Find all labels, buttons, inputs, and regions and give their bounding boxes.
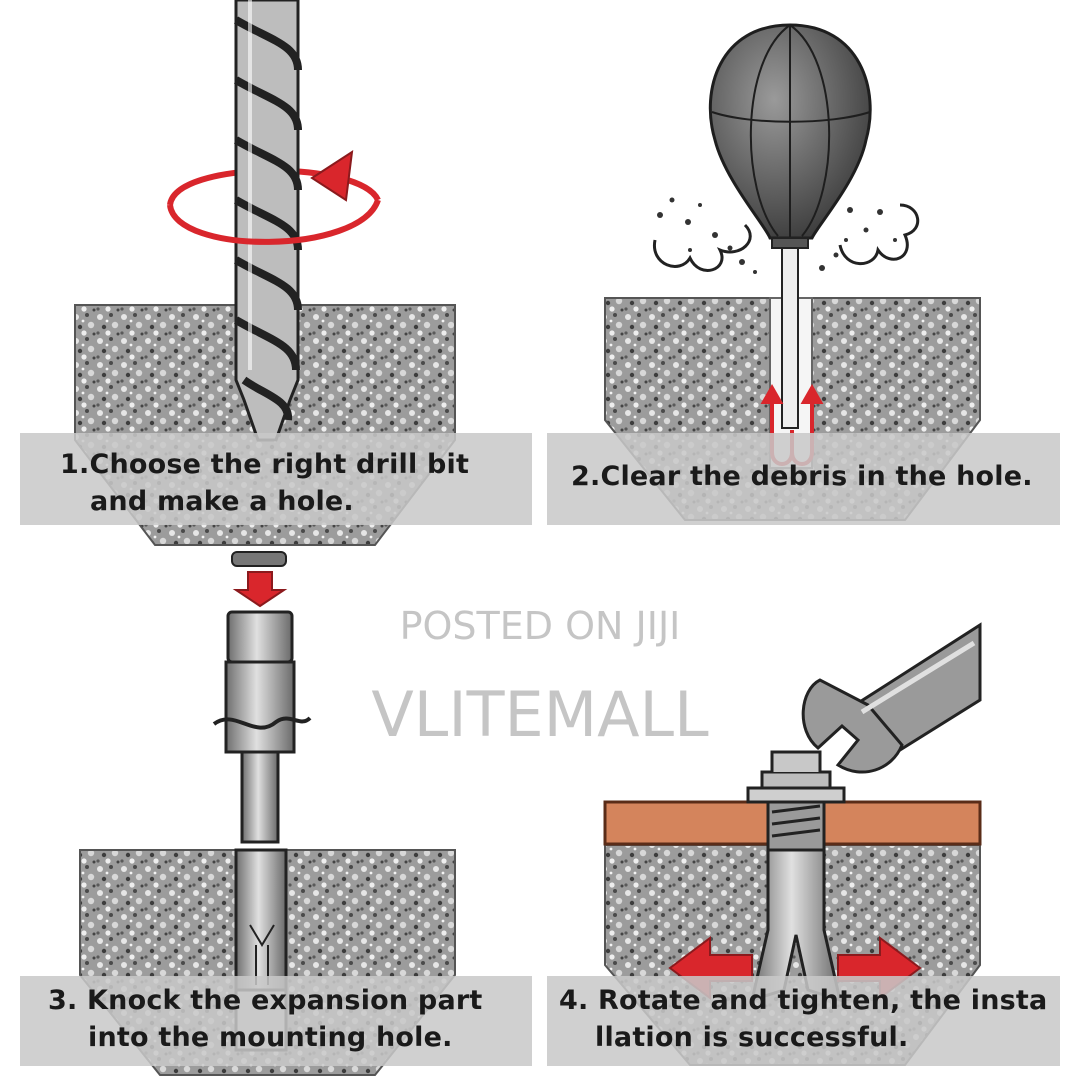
step-3-line-2: into the mounting hole. bbox=[88, 1022, 453, 1053]
step-3-line-1: 3. Knock the expansion part bbox=[48, 985, 483, 1016]
step-2-caption: 2.Clear the debris in the hole. bbox=[547, 433, 1060, 525]
step-1-line-1: 1.Choose the right drill bit bbox=[60, 449, 470, 480]
step-1-line-2: and make a hole. bbox=[90, 486, 354, 517]
step-4-line-1: 4. Rotate and tighten, the insta bbox=[559, 985, 1048, 1016]
step-1-caption: 1.Choose the right drill bit and make a … bbox=[20, 433, 532, 525]
step-4-caption: 4. Rotate and tighten, the insta llation… bbox=[547, 976, 1060, 1066]
step-2-line-1: 2.Clear the debris in the hole. bbox=[571, 461, 1033, 492]
rotation-arrow-front bbox=[167, 198, 381, 245]
rotation-arrow-head bbox=[310, 149, 354, 202]
drill-bit bbox=[233, 0, 302, 442]
debris-cloud-right bbox=[838, 203, 920, 266]
step-4-line-2: llation is successful. bbox=[595, 1022, 909, 1053]
debris-particles bbox=[657, 197, 897, 274]
debris-cloud-left bbox=[653, 223, 752, 272]
air-blower bbox=[708, 23, 872, 429]
watermark-posted-on: POSTED ON JIJI bbox=[399, 604, 681, 648]
anchor-bolt bbox=[746, 750, 846, 1003]
wrench bbox=[801, 622, 982, 774]
knock-arrow-icon bbox=[232, 571, 288, 608]
setting-tool bbox=[212, 551, 312, 844]
watermark-brand: VLITEMALL bbox=[371, 678, 709, 751]
step-3-caption: 3. Knock the expansion part into the mou… bbox=[20, 976, 532, 1066]
